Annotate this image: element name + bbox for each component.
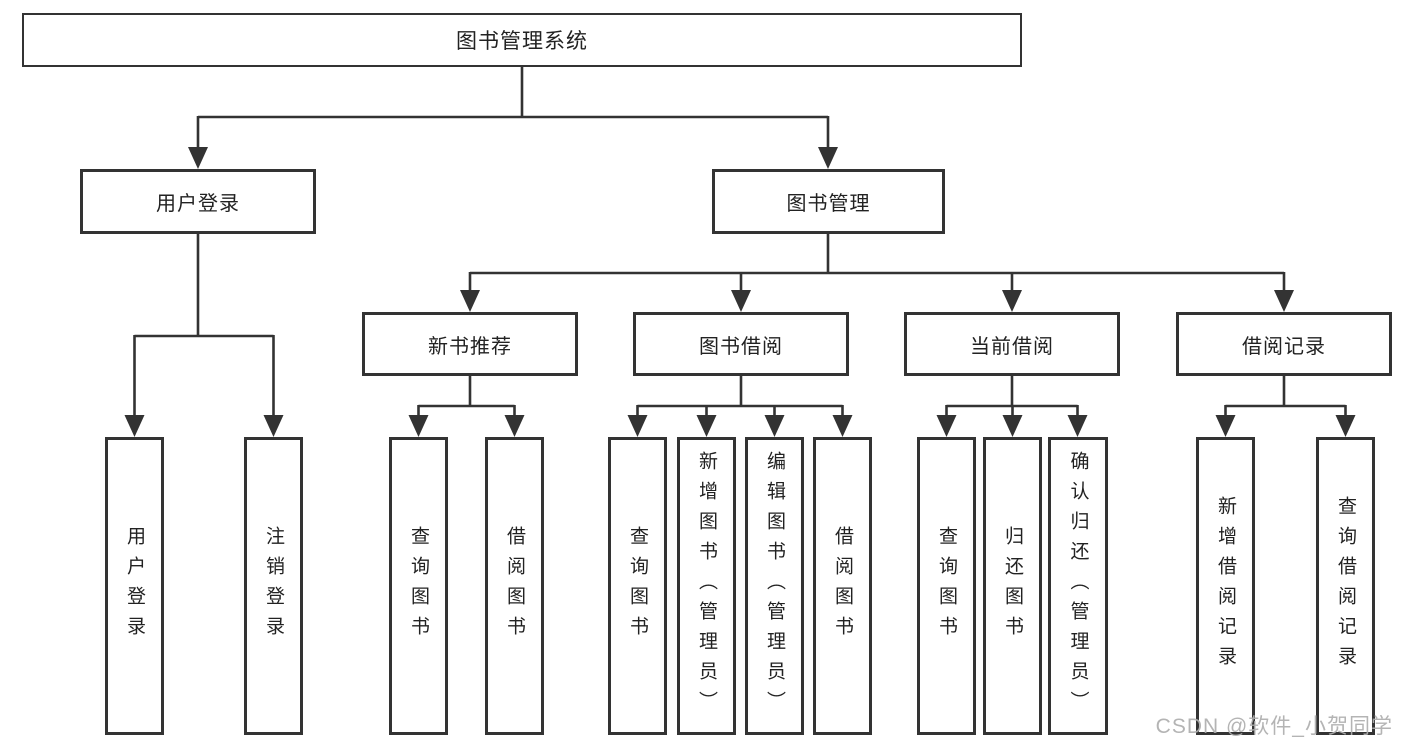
leaf-query-books-current: 查询图书 [917,437,976,735]
leaf-add-book-admin: 新增图书（管理员） [677,437,736,735]
leaf-return-book: 归还图书 [983,437,1042,735]
node-book-borrow: 图书借阅 [633,312,849,376]
node-current-borrow: 当前借阅 [904,312,1120,376]
node-borrow-records: 借阅记录 [1176,312,1392,376]
leaf-user-login: 用户登录 [105,437,164,735]
leaf-edit-book-admin: 编辑图书（管理员） [745,437,804,735]
node-book-management: 图书管理 [712,169,945,234]
node-root-system: 图书管理系统 [22,13,1022,67]
leaf-logout: 注销登录 [244,437,303,735]
node-user-login: 用户登录 [80,169,316,234]
node-new-book-recommend: 新书推荐 [362,312,578,376]
leaf-borrow-books-recommend: 借阅图书 [485,437,544,735]
connector-path [133,67,1347,418]
leaf-query-books-recommend: 查询图书 [389,437,448,735]
leaf-query-books-borrow: 查询图书 [608,437,667,735]
leaf-confirm-return-admin: 确认归还（管理员） [1048,437,1108,735]
csdn-watermark: CSDN @软件_小贺同学 [1155,715,1393,738]
leaf-borrow-books: 借阅图书 [813,437,872,735]
leaf-add-borrow-record: 新增借阅记录 [1196,437,1255,735]
arrowheads [124,147,1356,437]
leaf-query-borrow-record: 查询借阅记录 [1316,437,1375,735]
